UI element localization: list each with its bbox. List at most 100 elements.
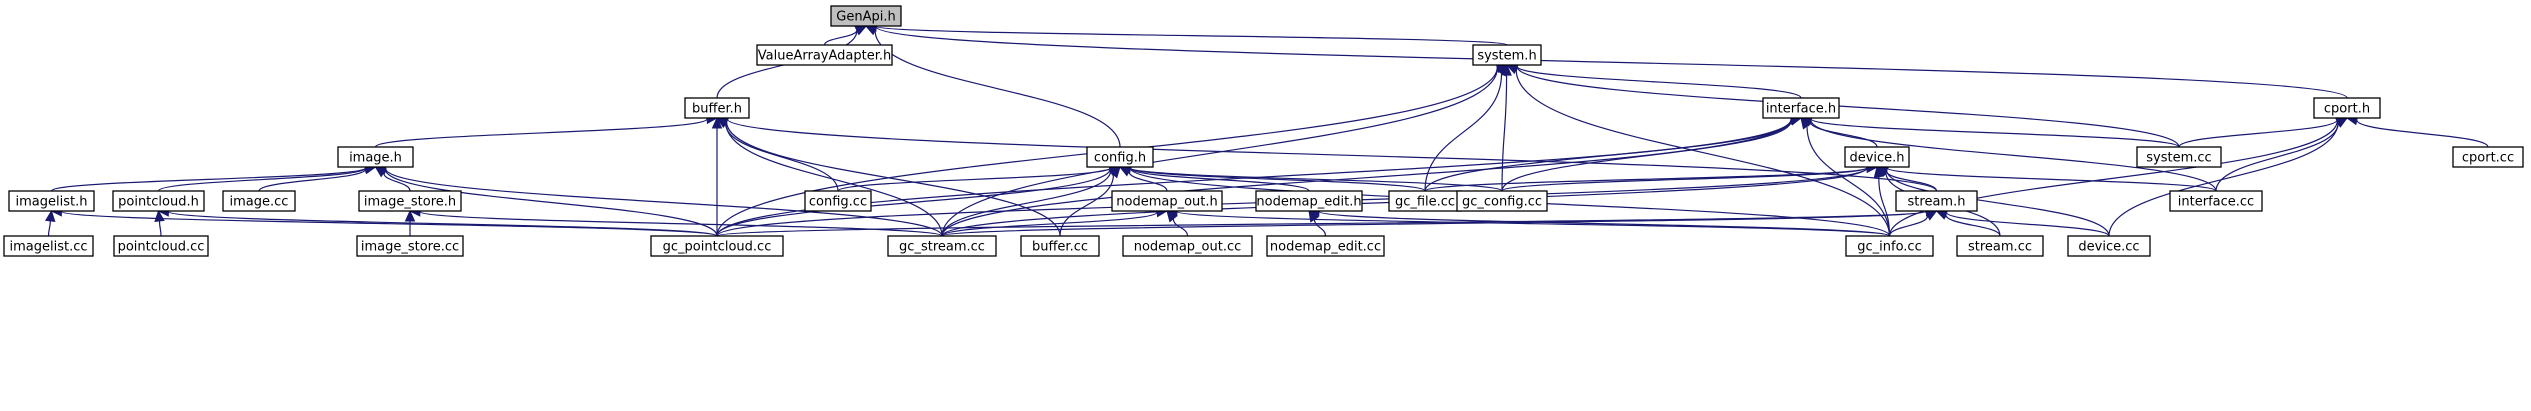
node-label: nodemap_edit.cc (1270, 240, 1381, 255)
node-nodemap-out-cc[interactable]: nodemap_out.cc (1122, 235, 1253, 257)
node-label: cport.h (2324, 102, 2370, 117)
node-box (112, 190, 205, 212)
node-box (756, 44, 893, 66)
node-label: system.cc (2146, 151, 2211, 166)
node-image-cc[interactable]: image.cc (222, 190, 296, 212)
dependency-edge (1424, 63, 1508, 192)
edge-line (941, 170, 1112, 237)
node-label: buffer.cc (1032, 240, 1088, 255)
dependency-edge (1501, 63, 1512, 192)
node-box (804, 190, 872, 212)
node-stream-h[interactable]: stream.h (1895, 190, 1978, 212)
dependency-edge (715, 117, 839, 192)
node-box (1086, 146, 1154, 168)
node-imagelist-cc[interactable]: imagelist.cc (3, 235, 94, 257)
edge-line (1810, 119, 2217, 192)
node-interface-h[interactable]: interface.h (1762, 97, 1840, 119)
node-config-cc[interactable]: config.cc (804, 190, 872, 212)
node-box (1956, 235, 2044, 257)
node-box (358, 190, 462, 212)
edge-line (875, 25, 1508, 46)
node-imagelist-h[interactable]: imagelist.h (8, 190, 95, 212)
dependency-edge (1505, 60, 1802, 99)
node-nodemap-edit-cc[interactable]: nodemap_edit.cc (1266, 235, 1385, 257)
dependency-edge (1505, 64, 1891, 237)
edge-line (47, 220, 51, 237)
node-box (2169, 190, 2263, 212)
dependency-edge (1501, 115, 1803, 192)
dependency-edge (1308, 209, 1327, 237)
edge-line (1516, 66, 2180, 148)
node-image-store-cc[interactable]: image_store.cc (356, 235, 464, 257)
node-pointcloud-h[interactable]: pointcloud.h (112, 190, 205, 212)
node-label: image.h (349, 151, 402, 166)
node-box (113, 235, 209, 257)
dependency-edge (154, 209, 165, 237)
node-buffer-h[interactable]: buffer.h (684, 97, 750, 119)
edge-line (1128, 171, 1168, 192)
dependency-edge (404, 209, 416, 236)
node-gc-pointcloud-cc[interactable]: gc_pointcloud.cc (650, 235, 784, 257)
edge-line (374, 118, 708, 148)
edge-line (157, 167, 367, 192)
node-label: GenApi.h (836, 10, 895, 25)
node-interface-cc[interactable]: interface.cc (2169, 190, 2263, 212)
edge-line (716, 168, 1111, 237)
edge-line (1886, 167, 2217, 192)
node-pointcloud-cc[interactable]: pointcloud.cc (113, 235, 209, 257)
node-image-h[interactable]: image.h (337, 146, 414, 168)
edge-line (1888, 215, 1929, 237)
edge-line (726, 118, 1938, 192)
node-label: gc_info.cc (1857, 240, 1921, 255)
edge-line (1501, 167, 1868, 192)
dependency-edge (45, 209, 56, 237)
node-label: nodemap_out.h (1116, 195, 1218, 210)
edge-line (725, 121, 1061, 237)
arrowhead-icon (404, 209, 416, 222)
node-box (1844, 146, 1910, 168)
node-device-h[interactable]: device.h (1844, 146, 1910, 168)
edge-line (1318, 210, 1891, 237)
node-genapi-h[interactable]: GenApi.h (830, 5, 902, 27)
edge-line (2356, 119, 2489, 148)
dependency-edge (864, 21, 1508, 46)
node-label: ValueArrayAdapter.h (758, 49, 891, 64)
node-system-cc[interactable]: system.cc (2136, 146, 2222, 168)
node-gc-file-cc[interactable]: gc_file.cc (1388, 190, 1462, 212)
arrowhead-icon (1800, 117, 1812, 130)
edge-line (874, 30, 1121, 148)
node-label: image_store.h (364, 195, 456, 210)
node-stream-cc[interactable]: stream.cc (1956, 235, 2044, 257)
node-nodemap-out-h[interactable]: nodemap_out.h (1111, 190, 1223, 212)
node-label: imagelist.h (16, 195, 88, 210)
node-image-store-h[interactable]: image_store.h (358, 190, 462, 212)
node-gc-stream-cc[interactable]: gc_stream.cc (887, 235, 997, 257)
dependency-edge (1799, 116, 1878, 148)
node-box (2313, 97, 2381, 119)
node-box (1122, 235, 1253, 257)
node-buffer-cc[interactable]: buffer.cc (1020, 235, 1100, 257)
node-box (2067, 235, 2151, 257)
node-config-h[interactable]: config.h (1086, 146, 1154, 168)
node-gc-config-cc[interactable]: gc_config.cc (1456, 190, 1548, 212)
edge-line (716, 210, 1928, 237)
node-label: pointcloud.cc (118, 240, 205, 255)
node-nodemap-edit-h[interactable]: nodemap_edit.h (1255, 190, 1363, 212)
edge-line (50, 167, 367, 192)
node-device-cc[interactable]: device.cc (2067, 235, 2151, 257)
dependency-edge (1935, 207, 2110, 237)
node-valuearrayadapter-h[interactable]: ValueArrayAdapter.h (756, 44, 893, 66)
node-system-h[interactable]: system.h (1472, 44, 1542, 66)
node-cport-h[interactable]: cport.h (2313, 97, 2381, 119)
node-box (3, 235, 94, 257)
node-label: device.h (1849, 151, 1904, 166)
node-label: gc_pointcloud.cc (663, 240, 772, 255)
node-label: system.h (1477, 49, 1536, 64)
node-label: stream.cc (1968, 240, 2032, 255)
edge-line (941, 67, 1499, 237)
edge-line (1945, 214, 2001, 237)
node-gc-info-cc[interactable]: gc_info.cc (1845, 235, 1934, 257)
node-cport-cc[interactable]: cport.cc (2452, 146, 2524, 168)
